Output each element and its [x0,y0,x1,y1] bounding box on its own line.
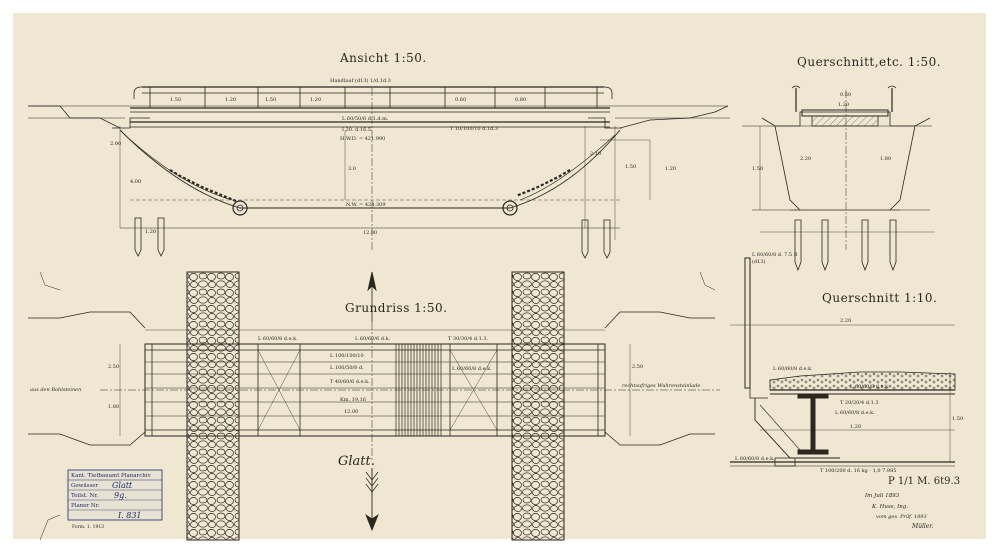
i-beam [797,393,829,455]
svg-text:I. 831: I. 831 [117,511,142,520]
svg-text:K. Huss, Ing.: K. Huss, Ing. [871,504,908,510]
svg-text:1.20: 1.20 [145,229,156,235]
svg-text:Handlauf (d13) 1/d.1d.3: Handlauf (d13) 1/d.1d.3 [330,77,391,84]
svg-text:L 60/50/6 d.1.d.m.: L 60/50/6 d.1.d.m. [342,116,389,122]
svg-text:1.20: 1.20 [665,166,676,172]
archive-stamp: Kant. Tiefbauamt Planarchiv Gewässer Gla… [67,469,163,521]
svg-text:12.00: 12.00 [363,230,377,236]
flow-arrow-south [365,468,379,532]
elevation-title: Ansicht 1:50. [339,51,427,65]
svg-text:L 100/50/8 d.: L 100/50/8 d. [330,365,364,371]
elevation-view: Ansicht 1:50. [28,51,730,259]
svg-text:T 100/200 d. 16 kg · 1,0 7.985: T 100/200 d. 16 kg · 1,0 7.985 [820,468,896,474]
svg-text:L 100/100/10: L 100/100/10 [330,353,364,359]
cross-section-10-labels: L 60/60/8 d. 7.5 B (d13) L 60/60/8 d.e.k… [735,252,963,474]
svg-text:12.00: 12.00 [344,409,358,415]
svg-text:2.20: 2.20 [840,318,851,324]
svg-text:0.80: 0.80 [515,97,526,103]
svg-text:2.10: 2.10 [590,151,601,157]
foundation-piles [134,217,611,259]
svg-text:aus den Bohlsteinen: aus den Bohlsteinen [30,387,81,393]
plan-view: Grundriss 1:50. [28,271,720,541]
svg-text:rechtsufriges Wuhrensteinlade: rechtsufriges Wuhrensteinlade [622,383,700,389]
svg-text:vom ges. Prüf. 1893: vom ges. Prüf. 1893 [876,514,927,520]
svg-text:1.80: 1.80 [108,404,119,410]
cross-section-50-labels: 0.50 1.20 1.50 2.20 1.80 [752,92,891,172]
svg-text:T 10/100/10 d.1d.3: T 10/100/10 d.1d.3 [450,126,498,132]
svg-text:Planarchiv: Planarchiv [121,473,152,479]
svg-text:1.20: 1.20 [838,102,849,108]
svg-text:1.50: 1.50 [170,97,181,103]
svg-text:1.50: 1.50 [752,166,763,172]
deck-planking [395,344,442,436]
svg-text:3.0: 3.0 [348,166,356,172]
svg-text:L 60/60/8 d.e.k.: L 60/60/8 d.e.k. [773,366,813,372]
svg-text:T 40/60/6 d.e.k.: T 40/60/6 d.e.k. [330,379,370,385]
plan-title: Grundriss 1:50. [345,301,447,315]
svg-text:L 60/60/6 d.k.: L 60/60/6 d.k. [355,336,391,342]
svg-text:Müller.: Müller. [911,523,934,530]
svg-text:L 60/60/8 d. 7.5 B: L 60/60/8 d. 7.5 B [752,252,798,258]
svg-text:4.00: 4.00 [130,179,141,185]
svg-text:H.W.D. = 421.990: H.W.D. = 421.990 [340,136,385,142]
river-name: Glatt. [338,454,375,469]
svg-text:L 60/60/8 d.e.k.: L 60/60/8 d.e.k. [735,456,775,462]
archive-number: P 1/1 M. 6t9.3 [888,476,960,487]
railing-posts [149,87,598,108]
svg-text:Teilst. Nr.: Teilst. Nr. [71,493,98,499]
svg-text:L 60/60/8 d.e.k.: L 60/60/8 d.e.k. [835,410,875,416]
svg-text:L 60/60/8 d.e.k.: L 60/60/8 d.e.k. [850,384,890,390]
svg-text:9g.: 9g. [114,491,127,500]
svg-text:2.00: 2.00 [110,141,121,147]
cross-section-piles [794,219,897,272]
svg-text:Glatt: Glatt [112,481,133,490]
svg-text:Km. 19.16: Km. 19.16 [340,397,366,403]
svg-text:1.50: 1.50 [265,97,276,103]
svg-text:Planer Nr.: Planer Nr. [71,503,100,509]
right-stone-wall [511,271,565,541]
svg-text:I 20. d.16.5.: I 20. d.16.5. [342,127,373,133]
svg-text:0.50: 0.50 [840,92,851,98]
signature-block: Im Juli 1893 K. Huss, Ing. vom ges. Prüf… [864,493,934,530]
svg-text:T 30/30/4 d.1.3.: T 30/30/4 d.1.3. [448,336,489,342]
svg-text:1.20: 1.20 [310,97,321,103]
svg-text:1.80: 1.80 [880,156,891,162]
plan-labels: aus den Bohlsteinen rechtsufriges Wuhren… [30,336,700,469]
svg-text:1.50: 1.50 [625,164,636,170]
elevation-labels: Handlauf (d13) 1/d.1d.3 L 60/50/6 d.1.d.… [110,77,676,236]
svg-text:N.W. = 424.309: N.W. = 424.309 [346,202,386,208]
svg-text:(d13): (d13) [752,258,766,265]
svg-text:L 60/60/8 d.e.k.: L 60/60/8 d.e.k. [258,336,298,342]
svg-text:Kant. Tiefbauamt: Kant. Tiefbauamt [71,473,120,479]
svg-text:Im Juli 1893: Im Juli 1893 [864,493,900,499]
archive-small-note: Form. 1. 1913 [72,524,104,530]
svg-text:2.50: 2.50 [632,364,643,370]
cross-section-50: Querschnitt,etc. 1:50. [742,55,941,272]
cross-section-50-title: Querschnitt,etc. 1:50. [797,55,941,69]
svg-text:2.50: 2.50 [108,364,119,370]
cross-section-10: Querschnitt 1:10. [730,257,956,467]
svg-text:1.20: 1.20 [850,424,861,430]
svg-text:2.20: 2.20 [800,156,811,162]
svg-text:1.20: 1.20 [225,97,236,103]
svg-text:T 20/20/4 d.1.3: T 20/20/4 d.1.3 [840,400,879,406]
svg-text:0.60: 0.60 [455,97,466,103]
cross-section-10-title: Querschnitt 1:10. [822,291,937,305]
svg-text:Gewässer: Gewässer [71,483,99,489]
left-stone-wall [186,271,240,541]
svg-text:L 60/60/8 d.e.k.: L 60/60/8 d.e.k. [452,366,492,372]
svg-text:1.50: 1.50 [952,416,963,422]
